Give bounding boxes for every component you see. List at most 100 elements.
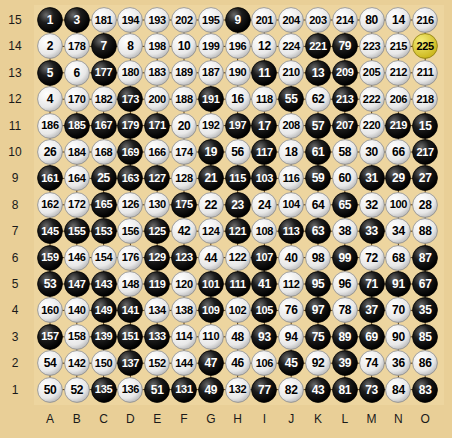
go-stone: 15 [412, 113, 438, 139]
move-number: 65 [338, 199, 351, 211]
go-stone: 6 [64, 60, 90, 86]
stone-disc [172, 166, 197, 191]
go-stone: 88 [412, 218, 438, 244]
go-stone: 52 [64, 377, 90, 403]
stone-disc [118, 245, 143, 270]
go-stone: 89 [332, 324, 358, 350]
move-number: 10 [178, 40, 191, 52]
row-coordinate: 14 [8, 39, 21, 53]
move-number: 45 [285, 357, 298, 369]
move-number: 225 [416, 41, 433, 52]
stone-disc [91, 351, 116, 376]
go-stone: 103 [251, 165, 277, 191]
go-stone: 118 [251, 86, 277, 112]
move-number: 174 [175, 147, 192, 158]
move-number: 181 [95, 15, 112, 26]
move-number: 51 [151, 384, 164, 396]
move-number: 194 [122, 15, 139, 26]
stone-disc [413, 272, 438, 297]
stone-disc [279, 113, 304, 138]
stone-disc [198, 192, 223, 217]
go-stone: 20 [171, 113, 197, 139]
go-stone: 82 [278, 377, 304, 403]
move-number: 81 [338, 384, 351, 396]
move-number: 57 [312, 120, 325, 132]
stone-disc [225, 324, 250, 349]
stone-disc [198, 60, 223, 85]
column-coordinate: G [206, 412, 215, 426]
go-stone: 179 [117, 113, 143, 139]
stone-disc [145, 60, 170, 85]
move-number: 205 [363, 67, 380, 78]
go-stone: 180 [117, 60, 143, 86]
stone-disc [64, 8, 89, 33]
go-stone: 132 [225, 377, 251, 403]
go-stone: 221 [305, 33, 331, 59]
move-number: 152 [148, 358, 165, 369]
go-stone: 102 [225, 297, 251, 323]
move-number: 214 [336, 15, 353, 26]
stone-disc [306, 324, 331, 349]
stone-disc [198, 272, 223, 297]
move-number: 217 [416, 147, 433, 158]
move-number: 201 [256, 15, 273, 26]
stone-disc [225, 60, 250, 85]
go-stone: 47 [198, 350, 224, 376]
stone-disc [172, 8, 197, 33]
go-stone: 65 [332, 192, 358, 218]
go-stone: 145 [37, 218, 63, 244]
stone-disc [172, 272, 197, 297]
stone-disc [252, 34, 277, 59]
go-stone: 77 [251, 377, 277, 403]
stone-disc [359, 113, 384, 138]
stone-disc [413, 113, 438, 138]
row-coordinate: 11 [9, 119, 21, 133]
stone-disc [118, 324, 143, 349]
move-number: 52 [70, 384, 83, 396]
go-stone: 91 [385, 271, 411, 297]
row-coordinate: 7 [12, 224, 19, 238]
go-stone: 129 [144, 245, 170, 271]
move-number: 50 [44, 384, 57, 396]
stone-disc [252, 140, 277, 165]
go-stone: 63 [305, 218, 331, 244]
stone-disc [413, 377, 438, 402]
move-number: 93 [258, 331, 271, 343]
move-number: 128 [175, 173, 192, 184]
move-number: 61 [312, 146, 325, 158]
stone-disc [332, 113, 357, 138]
stone-disc [359, 324, 384, 349]
stone-disc [279, 351, 304, 376]
go-stone: 168 [91, 139, 117, 165]
move-number: 221 [309, 41, 326, 52]
stone-disc [225, 34, 250, 59]
move-number: 218 [416, 94, 433, 105]
stone-disc [64, 324, 89, 349]
stone-disc [172, 324, 197, 349]
go-stone: 122 [225, 245, 251, 271]
stone-disc [225, 351, 250, 376]
column-coordinate: E [153, 412, 161, 426]
go-stone: 29 [385, 165, 411, 191]
go-stone: 217 [412, 139, 438, 165]
go-stone: 176 [117, 245, 143, 271]
move-number: 138 [175, 305, 192, 316]
move-number: 219 [390, 120, 407, 131]
stone-disc [252, 272, 277, 297]
stone-disc [64, 140, 89, 165]
stone-disc [332, 377, 357, 402]
move-number: 155 [68, 226, 85, 237]
move-number: 44 [204, 252, 217, 264]
stone-disc [332, 219, 357, 244]
stone-disc [359, 8, 384, 33]
stone-disc [118, 377, 143, 402]
move-number: 26 [44, 146, 57, 158]
move-number: 209 [336, 67, 353, 78]
stone-disc [252, 166, 277, 191]
stone-disc [64, 113, 89, 138]
stone-disc [279, 324, 304, 349]
go-stone: 70 [385, 297, 411, 323]
go-stone: 9 [225, 7, 251, 33]
go-stone: 84 [385, 377, 411, 403]
